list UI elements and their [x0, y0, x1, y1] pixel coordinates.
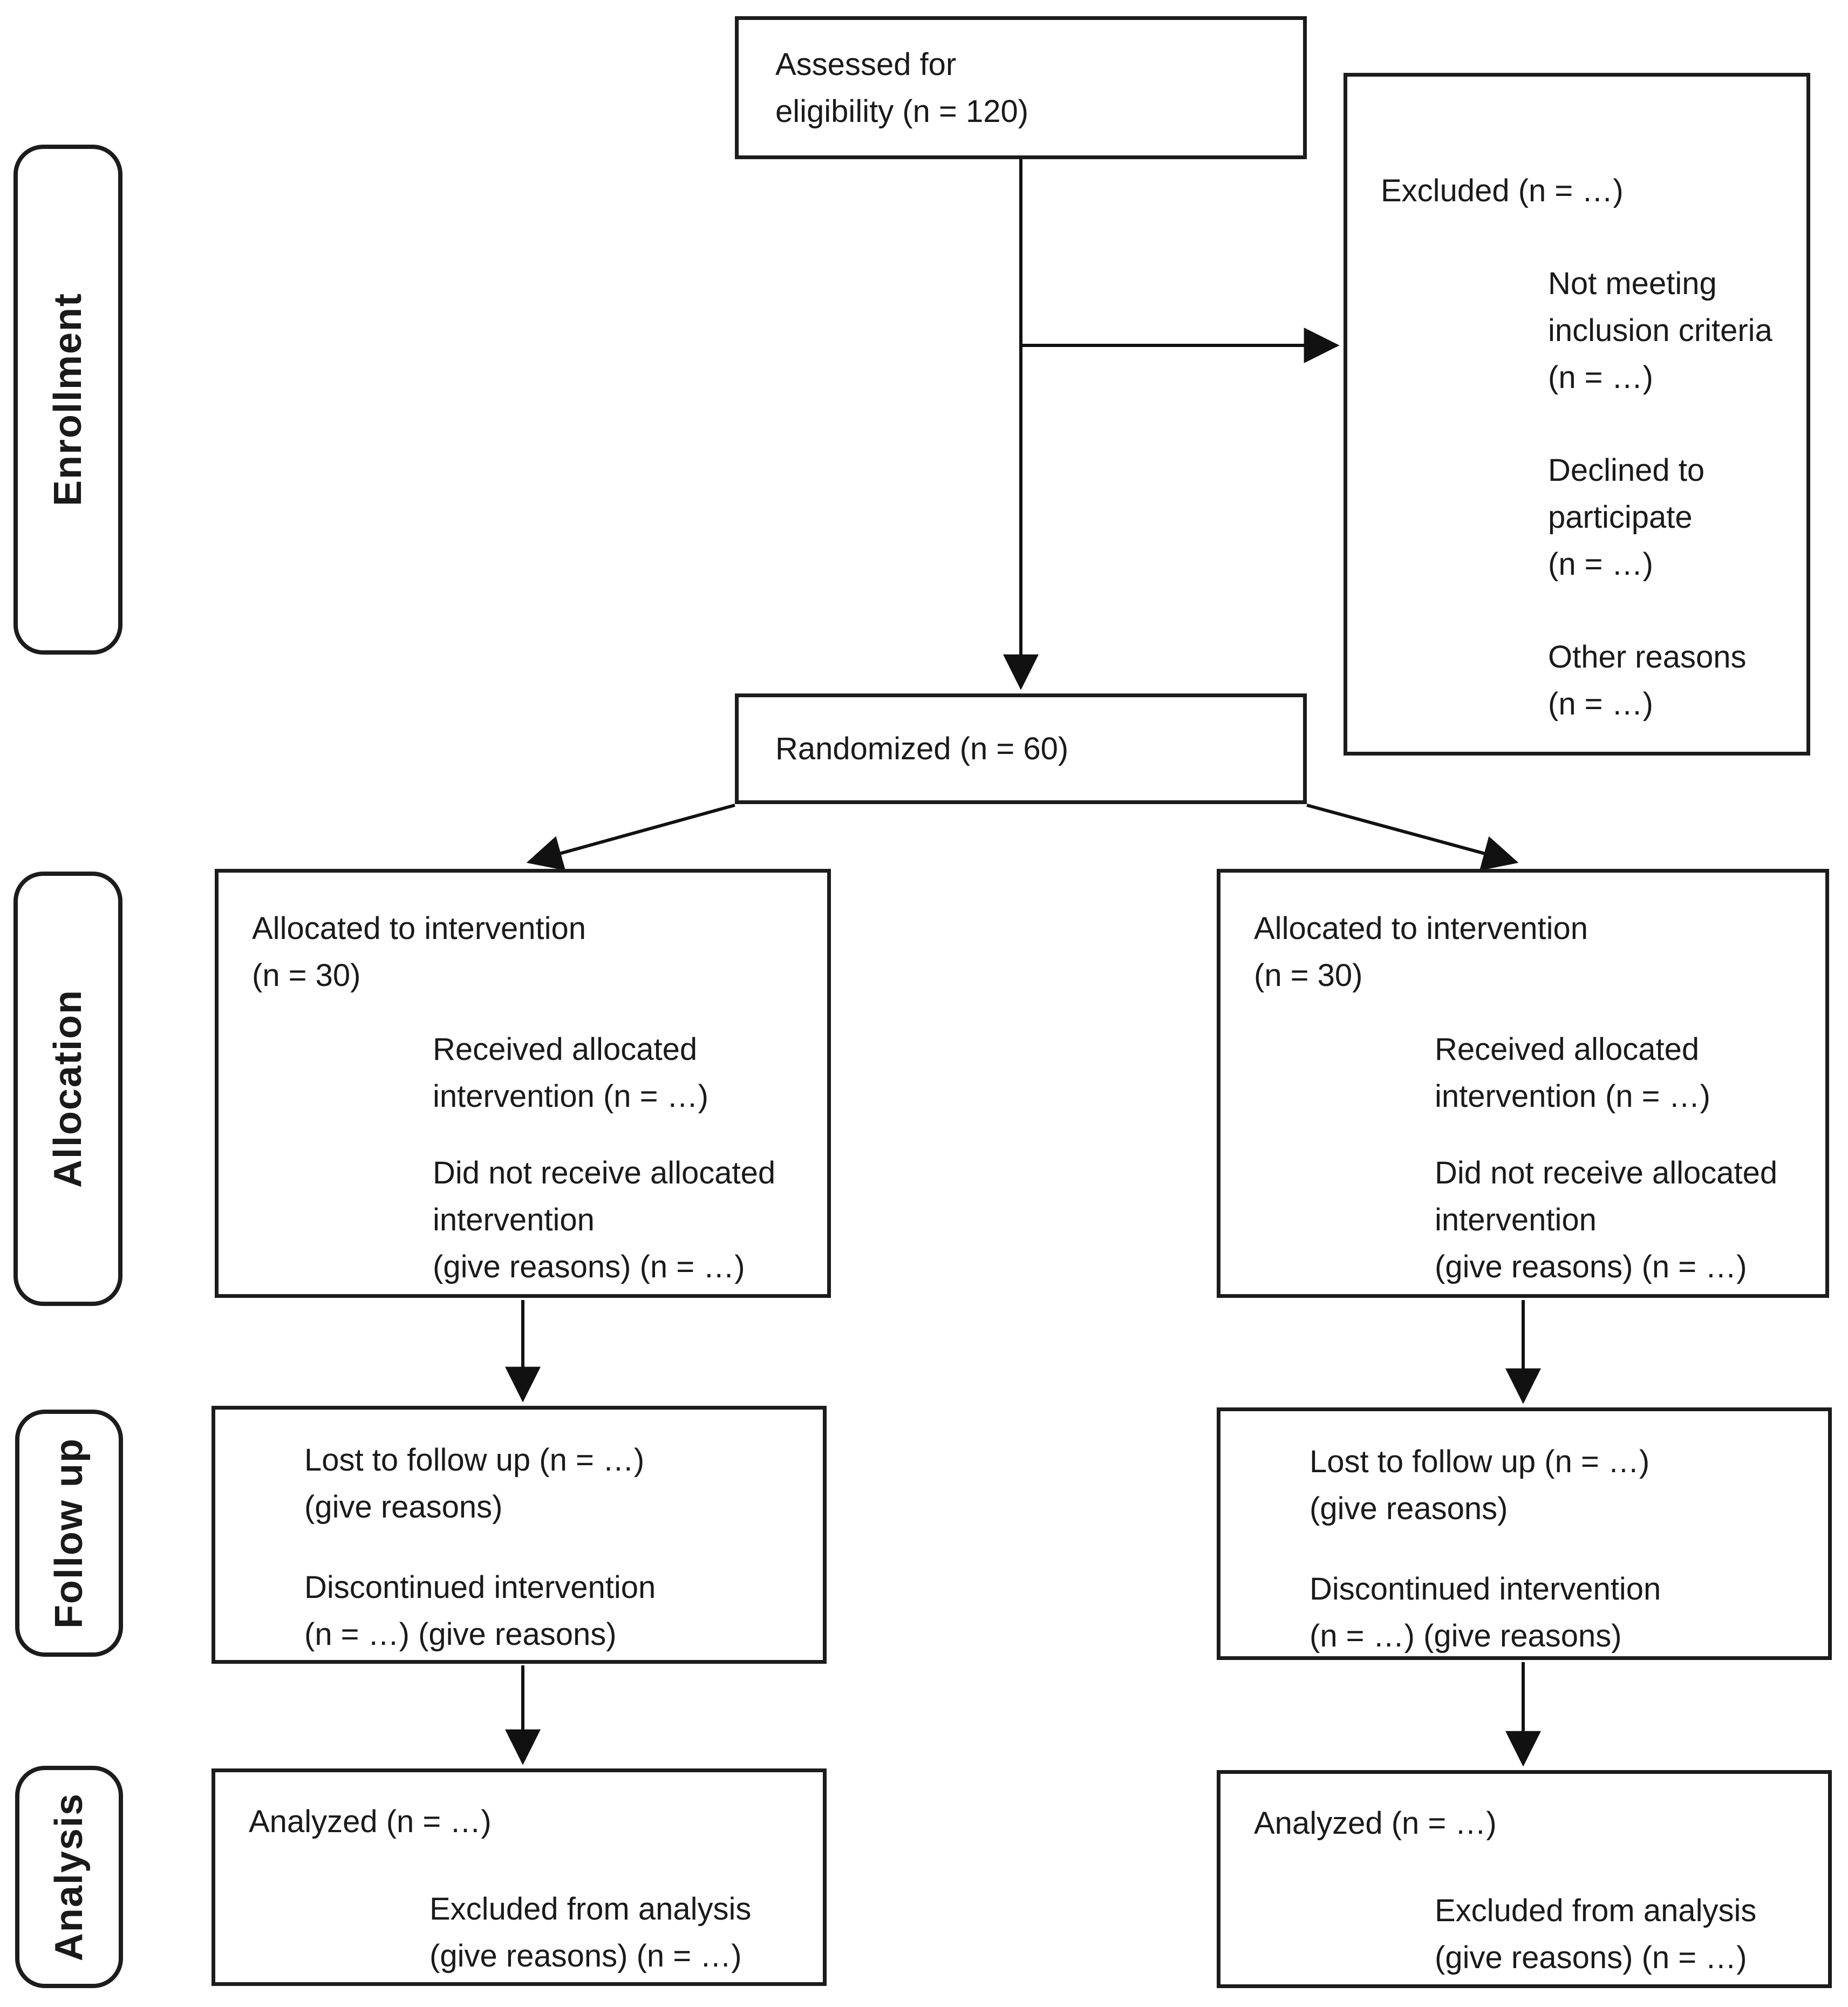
followup-lost-right: Lost to follow up (n = …) (give reasons) — [1310, 1444, 1650, 1526]
allocation-not-received-right: Did not receive allocated intervention (… — [1435, 1155, 1778, 1284]
stage-label-analysis-text: Analysis — [47, 1792, 91, 1962]
analysis-title-right: Analyzed (n = …) — [1254, 1806, 1497, 1841]
randomized-box: Randomized (n = 60) — [735, 693, 1307, 804]
followup-discontinued-left: Discontinued intervention (n = …) (give … — [304, 1570, 656, 1652]
stage-label-followup: Follow up — [15, 1410, 123, 1657]
analysis-box-left: Analyzed (n = …) Excluded from analysis … — [212, 1768, 827, 1986]
followup-box-left: Lost to follow up (n = …) (give reasons)… — [212, 1406, 827, 1664]
followup-discontinued-right: Discontinued intervention (n = …) (give … — [1310, 1571, 1661, 1654]
arrow-randomized-to-left-allocation — [526, 804, 735, 870]
analysis-title-left: Analyzed (n = …) — [249, 1804, 492, 1839]
excluded-title: Excluded (n = …) — [1381, 173, 1624, 208]
stage-label-enrollment-text: Enrollment — [46, 292, 90, 507]
assessed-eligibility-text: Assessed for eligibility (n = 120) — [775, 46, 1029, 129]
arrow-randomized-to-right-allocation — [1306, 804, 1519, 871]
analysis-excluded-right: Excluded from analysis (give reasons) (n… — [1435, 1893, 1757, 1975]
excluded-item-declined: Declined to participate (n = …) — [1548, 453, 1705, 582]
allocation-received-right: Received allocated intervention (n = …) — [1435, 1032, 1710, 1114]
allocation-received-left: Received allocated intervention (n = …) — [433, 1032, 708, 1114]
randomized-text: Randomized (n = 60) — [775, 731, 1069, 766]
analysis-excluded-left: Excluded from analysis (give reasons) (n… — [429, 1892, 752, 1974]
followup-lost-left: Lost to follow up (n = …) (give reasons) — [304, 1443, 645, 1525]
allocation-not-received-left: Did not receive allocated intervention (… — [433, 1155, 776, 1284]
analysis-box-right: Analyzed (n = …) Excluded from analysis … — [1217, 1770, 1832, 1988]
assessed-eligibility-box: Assessed for eligibility (n = 120) — [735, 16, 1307, 159]
allocation-title-left: Allocated to intervention (n = 30) — [252, 911, 587, 993]
followup-box-right: Lost to follow up (n = …) (give reasons)… — [1217, 1407, 1832, 1660]
allocation-box-left: Allocated to intervention (n = 30) Recei… — [215, 869, 831, 1298]
stage-label-allocation: Allocation — [13, 872, 122, 1306]
excluded-item-not-meeting: Not meeting inclusion criteria (n = …) — [1548, 266, 1772, 395]
excluded-item-other: Other reasons (n = …) — [1548, 639, 1747, 722]
excluded-box: Excluded (n = …) Not meeting inclusion c… — [1344, 73, 1810, 756]
stage-label-allocation-text: Allocation — [46, 989, 90, 1188]
allocation-box-right: Allocated to intervention (n = 30) Recei… — [1217, 869, 1829, 1298]
allocation-title-right: Allocated to intervention (n = 30) — [1254, 911, 1588, 993]
stage-label-followup-text: Follow up — [47, 1438, 91, 1629]
stage-label-analysis: Analysis — [15, 1766, 123, 1988]
stage-label-enrollment: Enrollment — [13, 145, 122, 655]
